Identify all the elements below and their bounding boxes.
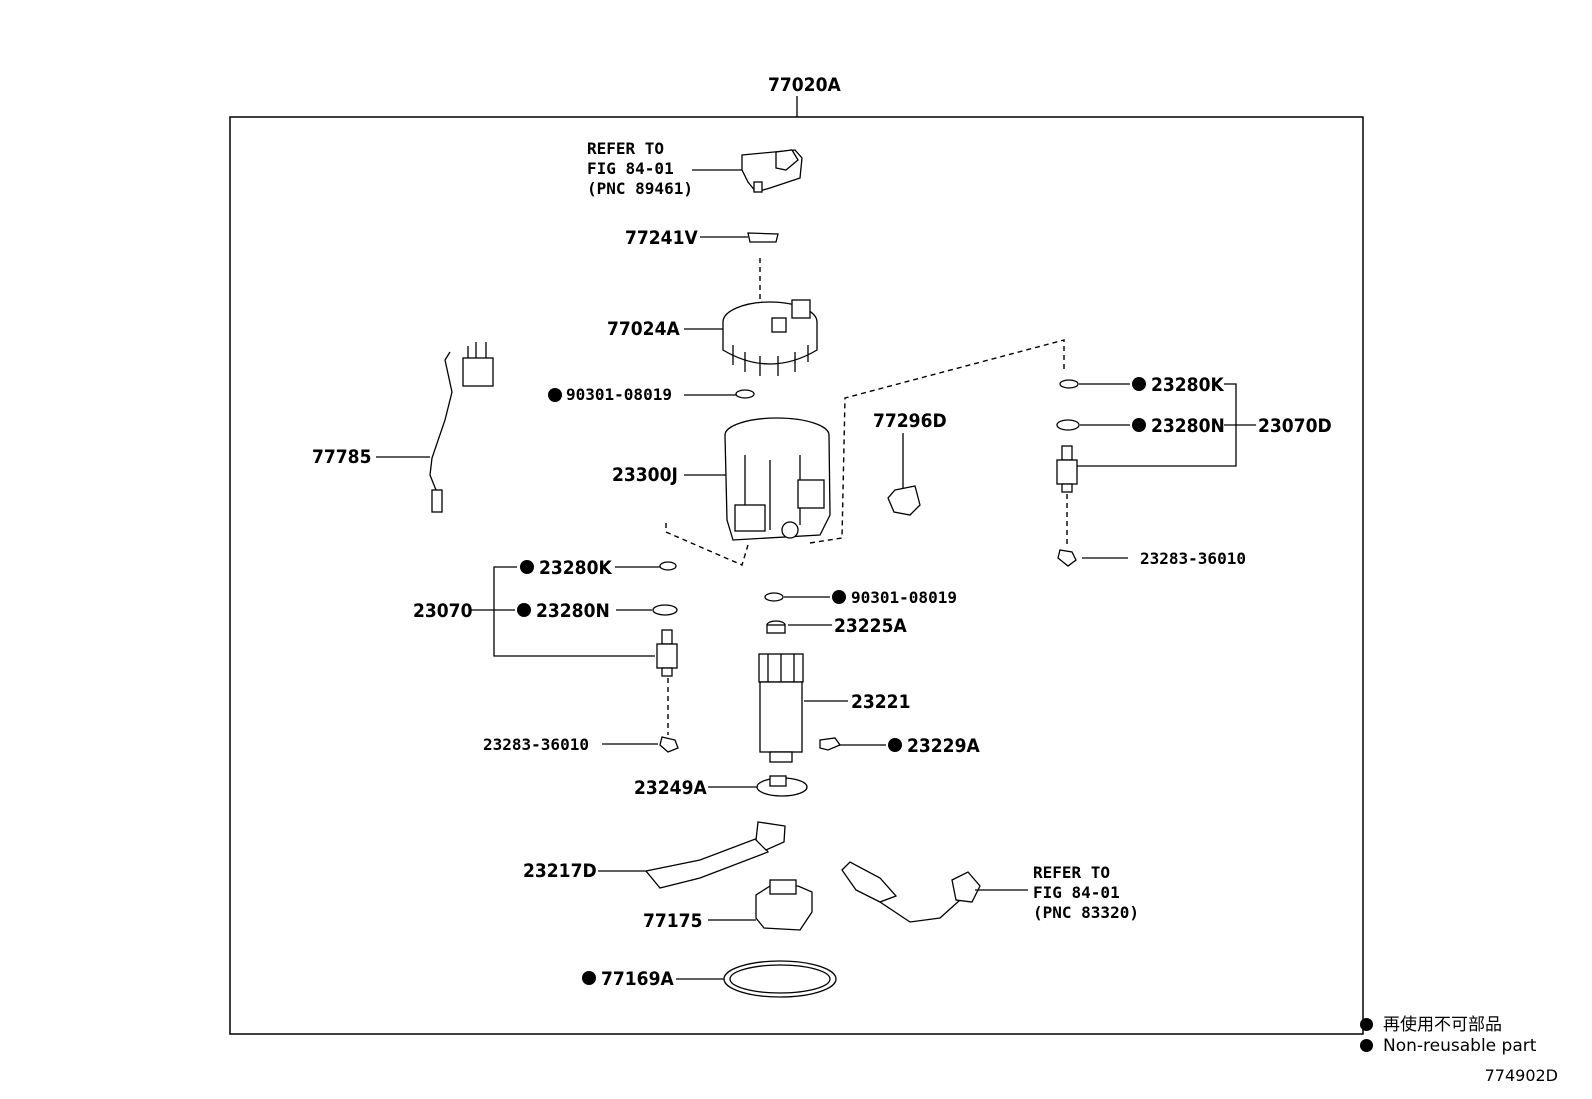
label-23070d[interactable]: 23070D bbox=[1258, 415, 1332, 437]
filter-23217d bbox=[644, 837, 770, 889]
pressure-regulator-left bbox=[656, 629, 678, 677]
pump-cap-77024a bbox=[722, 299, 818, 376]
assembly-label[interactable]: 77020A bbox=[768, 74, 841, 96]
sender-gauge-top-part bbox=[741, 149, 803, 193]
label-90301-top[interactable]: 90301-08019 bbox=[566, 385, 672, 404]
bracket-77296d bbox=[887, 485, 921, 516]
clip-23283-left bbox=[659, 736, 679, 753]
label-90301-bottom[interactable]: 90301-08019 bbox=[851, 588, 957, 607]
legend-en-text: Non-reusable part bbox=[1383, 1036, 1537, 1056]
refer-bottom-line1[interactable]: REFER TO bbox=[1033, 863, 1110, 882]
label-23283-left[interactable]: 23283-36010 bbox=[483, 735, 589, 754]
o-ring-23280n-right bbox=[1056, 419, 1080, 431]
legend-jp: 再使用不可部品 bbox=[1360, 1010, 1502, 1035]
label-23221[interactable]: 23221 bbox=[851, 691, 910, 713]
label-23280n-right[interactable]: 23280N bbox=[1151, 415, 1225, 437]
label-23283-right[interactable]: 23283-36010 bbox=[1140, 549, 1246, 568]
legend-jp-text: 再使用不可部品 bbox=[1383, 1015, 1502, 1035]
o-ring-23280n-left bbox=[652, 604, 678, 616]
cushion-23225a bbox=[766, 620, 786, 634]
o-ring-23280k-right bbox=[1059, 379, 1079, 389]
legend-en: Non-reusable part bbox=[1360, 1036, 1536, 1056]
bracket-77175 bbox=[755, 879, 813, 931]
o-ring-90301-top bbox=[735, 389, 755, 399]
fuel-pump-23221 bbox=[758, 653, 804, 763]
refer-bottom-line2[interactable]: FIG 84-01 bbox=[1033, 883, 1120, 902]
label-77169a[interactable]: 77169A bbox=[601, 968, 674, 990]
label-23217d[interactable]: 23217D bbox=[523, 860, 597, 882]
label-23070[interactable]: 23070 bbox=[413, 600, 473, 622]
refer-top-line2[interactable]: FIG 84-01 bbox=[587, 159, 674, 178]
label-23280k-left[interactable]: 23280K bbox=[539, 557, 612, 579]
o-ring-90301-bottom bbox=[764, 592, 784, 602]
refer-top-line1[interactable]: REFER TO bbox=[587, 139, 664, 158]
label-23229a[interactable]: 23229A bbox=[907, 735, 980, 757]
label-23249a[interactable]: 23249A bbox=[634, 777, 707, 799]
clamp-23229a bbox=[819, 737, 842, 751]
retainer-23249a bbox=[756, 775, 808, 797]
pressure-regulator-right bbox=[1056, 445, 1078, 493]
label-77296d[interactable]: 77296D bbox=[873, 410, 947, 432]
label-23280n-left[interactable]: 23280N bbox=[536, 600, 610, 622]
clip-77241v bbox=[747, 232, 779, 243]
pump-bracket-23300j bbox=[724, 417, 831, 541]
label-77241v[interactable]: 77241V bbox=[625, 227, 698, 249]
sender-gauge-bottom-part bbox=[841, 861, 981, 923]
label-77785[interactable]: 77785 bbox=[312, 446, 371, 468]
figure-id: 774902D bbox=[1484, 1066, 1558, 1085]
non-reusable-dot-icon bbox=[1360, 1018, 1373, 1031]
wire-harness-77785 bbox=[429, 342, 494, 513]
non-reusable-dot-icon bbox=[1360, 1039, 1373, 1052]
o-ring-23280k-left bbox=[659, 561, 677, 571]
refer-top-line3[interactable]: (PNC 89461) bbox=[587, 179, 693, 198]
refer-bottom-line3[interactable]: (PNC 83320) bbox=[1033, 903, 1139, 922]
label-23225a[interactable]: 23225A bbox=[834, 615, 907, 637]
label-23300j[interactable]: 23300J bbox=[612, 464, 678, 486]
label-23280k-right[interactable]: 23280K bbox=[1151, 374, 1224, 396]
label-77175[interactable]: 77175 bbox=[643, 910, 702, 932]
label-77024a[interactable]: 77024A bbox=[607, 318, 680, 340]
clip-23283-right bbox=[1057, 549, 1077, 567]
